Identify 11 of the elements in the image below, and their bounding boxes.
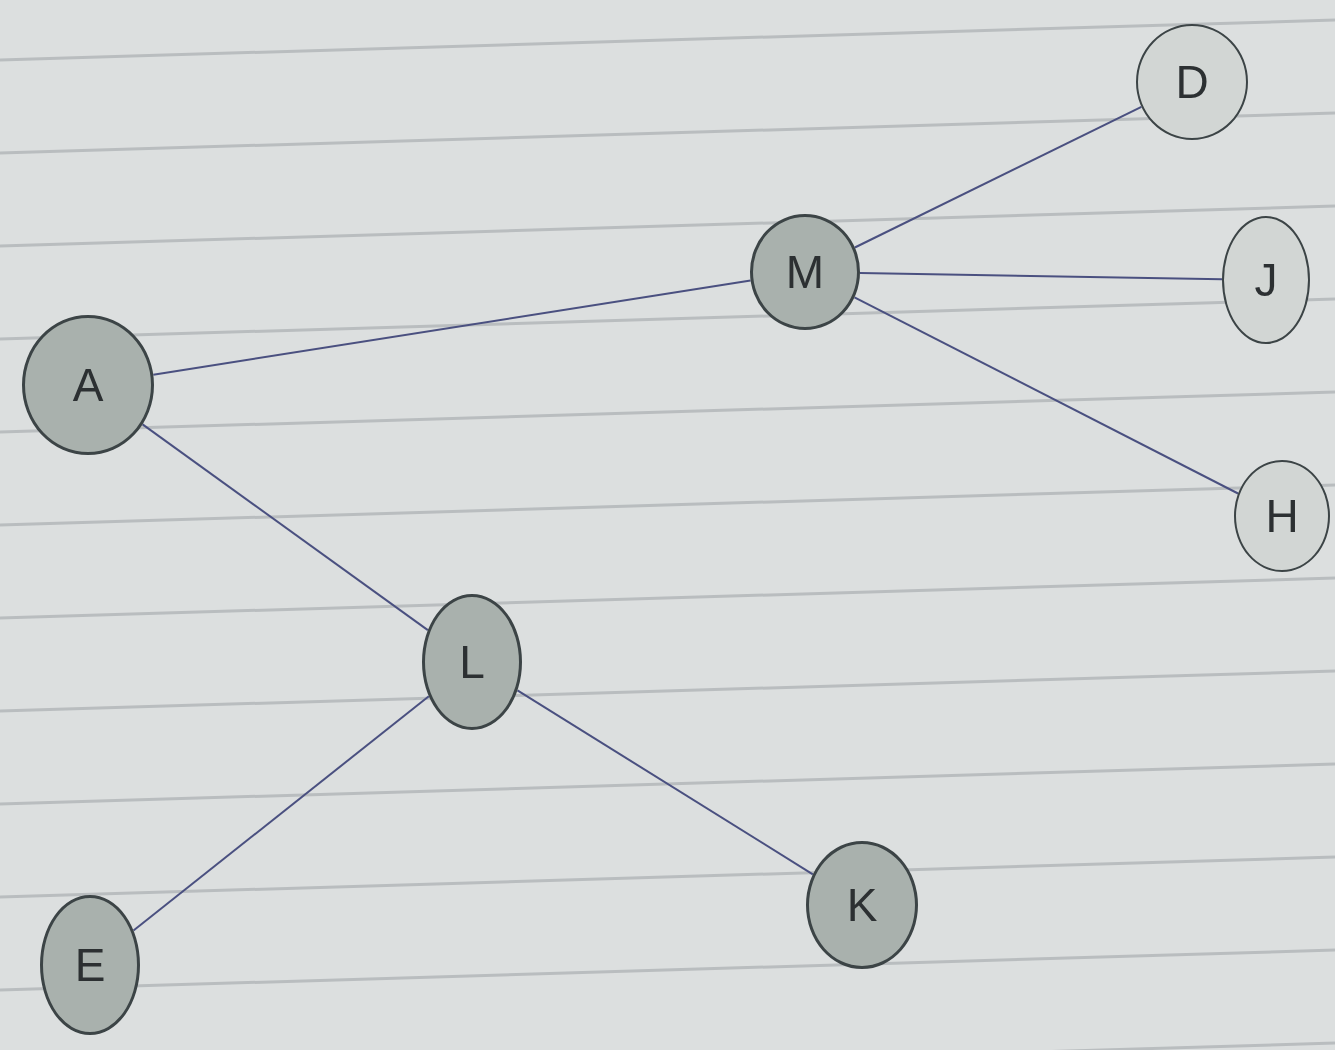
node-label: D <box>1175 59 1209 105</box>
connector-line <box>853 105 1143 249</box>
node-label: K <box>846 882 878 928</box>
node-label: A <box>72 362 104 408</box>
node-label: J <box>1254 257 1278 303</box>
node-label: L <box>459 639 485 685</box>
connector-line <box>859 271 1223 281</box>
node-label: M <box>785 249 825 295</box>
node-label: E <box>74 942 106 988</box>
connector-line <box>152 279 752 376</box>
node-label: H <box>1265 493 1299 539</box>
